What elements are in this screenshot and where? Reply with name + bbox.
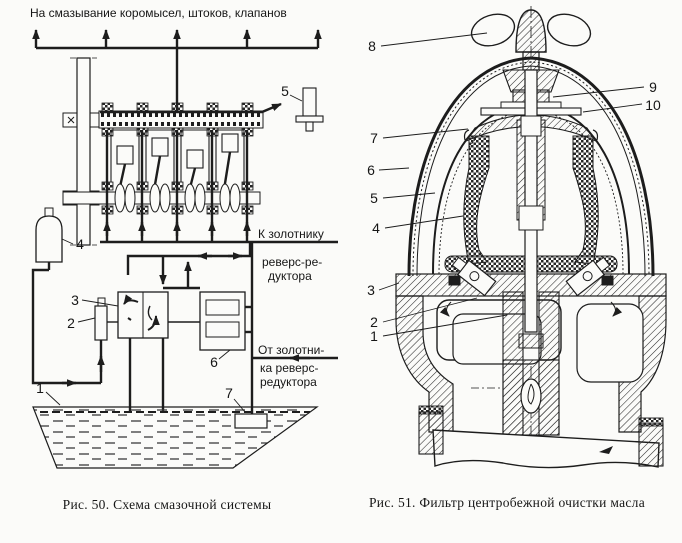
fig50-drawing: На смазывание коромысел, штоков, клапано… xyxy=(30,6,338,469)
flow-labels: К золотнику реверс-ре- дуктора От золотн… xyxy=(258,227,324,389)
nozzles xyxy=(439,256,623,317)
fig50-top-label: На смазывание коромысел, штоков, клапано… xyxy=(30,6,287,20)
callout-3: 3 xyxy=(71,292,79,308)
callout-2: 2 xyxy=(67,315,75,331)
oil-tank xyxy=(35,207,63,263)
callout-10: 10 xyxy=(645,97,661,113)
from-spool-line1: От золотни- xyxy=(258,343,324,357)
to-spool-line2: реверс-ре- xyxy=(262,255,322,269)
callout-5: 5 xyxy=(281,83,289,99)
callout-6: 6 xyxy=(210,354,218,370)
callout-2: 2 xyxy=(370,314,378,330)
wing-nut xyxy=(470,9,592,71)
fig50-callouts: 1 2 3 4 5 6 7 xyxy=(36,83,303,413)
callout-6: 6 xyxy=(367,162,375,178)
rocker-supply-manifold xyxy=(32,29,322,112)
callout-5: 5 xyxy=(370,190,378,206)
pressure-fitting xyxy=(295,87,324,132)
suction-strainer xyxy=(234,413,268,429)
oil-pump xyxy=(117,291,169,339)
from-spool-line3: редуктора xyxy=(260,375,317,389)
flow-arrow xyxy=(599,446,613,454)
callout-7: 7 xyxy=(225,385,233,401)
rotor xyxy=(444,114,618,273)
mounting-base xyxy=(418,405,664,469)
callout-7: 7 xyxy=(370,130,378,146)
fig51-callouts: 8 9 10 7 6 5 4 3 2 1 xyxy=(367,32,661,344)
spindle xyxy=(516,69,546,349)
to-spool-line3: дуктора xyxy=(268,269,312,283)
piping xyxy=(31,240,338,415)
fig51-drawing: 8 9 10 7 6 5 4 3 2 1 xyxy=(367,6,667,469)
drive-shaft xyxy=(62,57,100,246)
check-valve xyxy=(94,297,108,341)
oil-sump xyxy=(32,406,319,469)
camshaft xyxy=(98,102,282,129)
to-spool-line1: К золотнику xyxy=(258,227,324,241)
callout-4: 4 xyxy=(372,220,380,236)
main-feed-lines xyxy=(103,130,251,242)
callout-3: 3 xyxy=(367,282,375,298)
oil-cooler xyxy=(199,291,246,351)
callout-8: 8 xyxy=(368,38,376,54)
fig50-caption: Рис. 50. Схема смазочной системы xyxy=(62,497,272,512)
callout-4: 4 xyxy=(76,236,84,252)
callout-1: 1 xyxy=(36,380,44,396)
crankshaft xyxy=(62,183,261,213)
from-spool-line2: ка реверс- xyxy=(260,361,318,375)
callout-9: 9 xyxy=(649,79,657,95)
fig51-caption: Рис. 51. Фильтр центробежной очистки мас… xyxy=(368,495,645,510)
callout-1: 1 xyxy=(370,328,378,344)
